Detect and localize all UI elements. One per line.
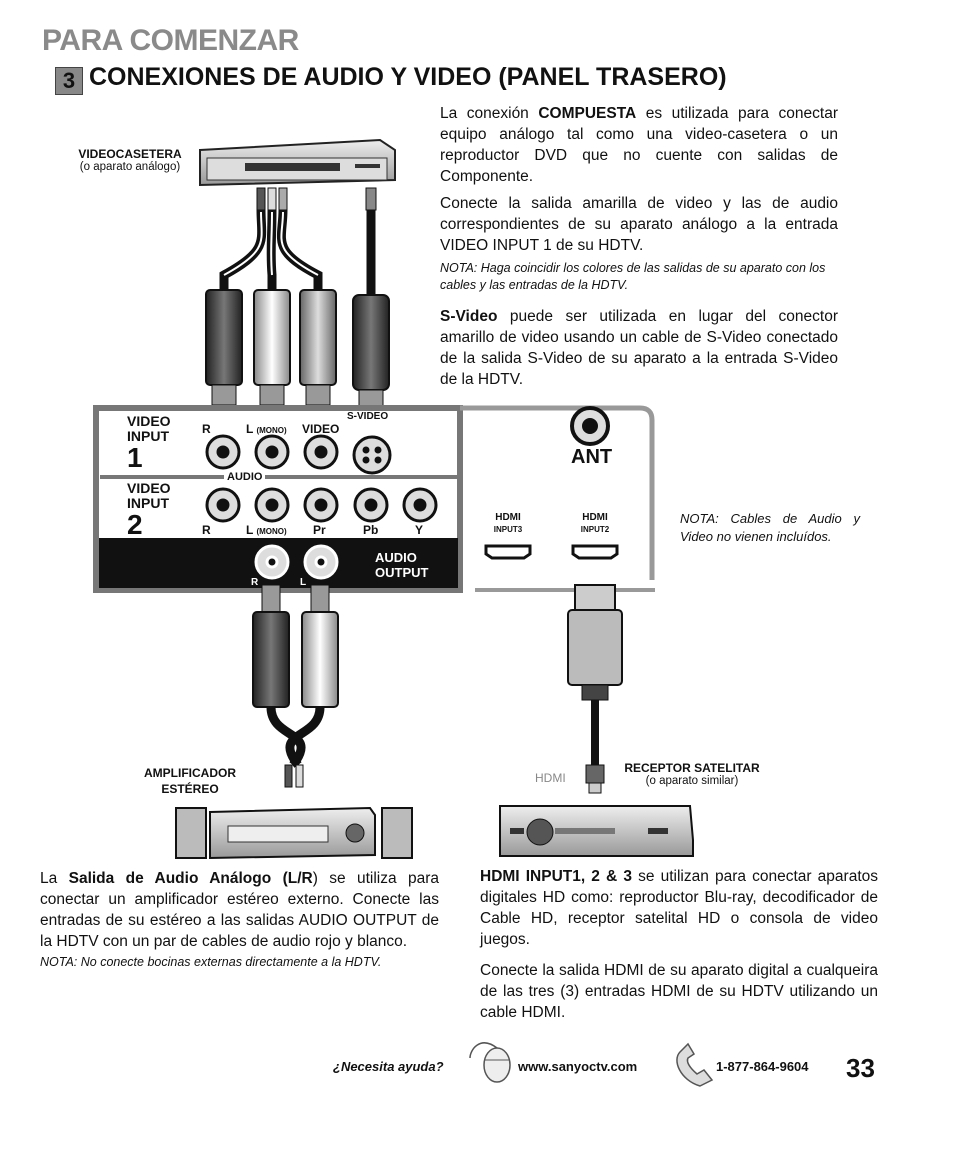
port-l-2: L (MONO) <box>246 523 287 537</box>
audio-out-note: NOTA: No conecte bocinas externas direct… <box>40 954 439 971</box>
input1-jacks <box>205 434 392 475</box>
port-l-2-text: L <box>246 523 254 537</box>
satellite-receiver <box>499 805 694 857</box>
audio-output-line1: AUDIO <box>375 550 417 565</box>
port-l-1: L (MONO) <box>246 422 287 436</box>
composite-plugs <box>205 289 390 409</box>
composite-paragraph: La conexión COMPUESTA es utilizada para … <box>440 103 838 187</box>
video-input-2-label: VIDEO INPUT 2 <box>127 481 171 539</box>
vi2-line1: VIDEO <box>127 480 171 496</box>
sat-label: RECEPTOR SATELITAR <box>624 761 760 775</box>
hdmi-cable-label: HDMI <box>535 771 566 785</box>
page-title-text: CONEXIONES DE AUDIO Y VIDEO (PANEL TRASE… <box>89 63 727 91</box>
composite-p1-post: es utilizada para conectar equipo análog… <box>440 105 838 185</box>
port-svideo: S-VIDEO <box>347 411 389 422</box>
mouse-icon <box>469 1042 511 1083</box>
audio-out-bold: Salida de Audio Análogo (L/R <box>68 870 313 887</box>
help-text: ¿Necesita ayuda? <box>333 1059 444 1074</box>
out-r: R <box>251 577 259 588</box>
ant-jack <box>570 406 610 446</box>
step-number: 3 <box>55 67 83 95</box>
website-link[interactable]: www.sanyoctv.com <box>518 1059 638 1074</box>
hdmi-paragraph-1: HDMI INPUT1, 2 & 3 se utilizan para cone… <box>480 866 878 950</box>
audio-out-note-text: : No conecte bocinas externas directamen… <box>73 955 382 969</box>
composite-paragraph-2: Conecte la salida amarilla de video y la… <box>440 195 838 254</box>
composite-cables <box>219 209 376 300</box>
port-r-1: R <box>202 422 211 436</box>
vcr-rca-plugs <box>256 187 377 211</box>
amp-label-line2: ESTÉREO <box>161 782 219 796</box>
ant-label: ANT <box>571 446 613 468</box>
hdmi-ports <box>484 544 619 560</box>
composite-p1-pre: La conexión <box>440 105 539 122</box>
hdmi-paragraph-2: Conecte la salida HDMI de su aparato dig… <box>480 962 878 1021</box>
input2-jacks <box>205 487 438 523</box>
vcr-sublabel: (o aparato análogo) <box>79 161 181 173</box>
audio-out-pre: La <box>40 870 69 887</box>
hdmi3-text: INPUT3 <box>493 525 523 534</box>
phone-number: 1-877-864-9604 <box>716 1059 809 1074</box>
audio-out-post: ) se utiliza para conectar un amplificad… <box>40 870 439 950</box>
video-input-1-label: VIDEO INPUT 1 <box>127 414 171 472</box>
hdmi-input3-label: HDMI INPUT3 <box>482 512 534 536</box>
note-text: : Haga coincidir los colores de las sali… <box>440 261 826 292</box>
hdmi-cable <box>567 584 623 794</box>
cables-note-label: NOTA <box>680 511 716 526</box>
hdmi-bold: HDMI INPUT1, 2 & 3 <box>480 868 632 885</box>
svideo-paragraph: S-Video puede ser utilizada en lugar del… <box>440 306 838 390</box>
svideo-text: puede ser utilizada en lugar del conecto… <box>440 308 838 388</box>
audio-output-label: AUDIO OUTPUT <box>375 550 428 580</box>
audio-output-jacks <box>254 544 339 580</box>
amp-label: AMPLIFICADOR ESTÉREO <box>130 765 250 797</box>
vcr-label-block: VIDEOCASETERA (o aparato análogo) <box>60 147 200 173</box>
cables-note-text: : Cables de Audio y Video no vienen incl… <box>680 511 860 544</box>
composite-bold: COMPUESTA <box>538 105 637 122</box>
hdmi-p1-post: se utilizan para conectar aparatos digit… <box>480 868 878 948</box>
vi1-line2: INPUT <box>127 428 169 444</box>
svideo-bold: S-Video <box>440 308 498 325</box>
port-y: Y <box>415 523 424 537</box>
amp-label-line1: AMPLIFICADOR <box>144 766 236 780</box>
vi2-number: 2 <box>127 509 143 540</box>
vi1-line1: VIDEO <box>127 413 171 429</box>
port-pr: Pr <box>313 523 326 537</box>
composite-text: La conexión COMPUESTA es utilizada para … <box>440 103 838 390</box>
vcr-device <box>199 138 396 187</box>
phone-icon <box>676 1042 714 1087</box>
note-label: NOTA <box>440 261 474 275</box>
sat-label-block: RECEPTOR SATELITAR (o aparato similar) <box>614 761 770 787</box>
port-r-2: R <box>202 523 211 537</box>
audio-out-paragraph: La Salida de Audio Análogo (L/R) se util… <box>40 868 439 952</box>
amplifier-device <box>175 806 413 860</box>
hdmi2-logo: HDMI <box>582 512 608 523</box>
port-pb: Pb <box>363 523 379 537</box>
hdmi-input2-label: HDMI INPUT2 <box>569 512 621 536</box>
vi1-number: 1 <box>127 442 143 473</box>
sat-sublabel: (o aparato similar) <box>645 775 739 787</box>
hdmi-text: HDMI INPUT1, 2 & 3 se utilizan para cone… <box>480 866 878 1023</box>
section-title: PARA COMENZAR <box>42 24 299 57</box>
out-l: L <box>300 577 307 588</box>
cables-note: NOTA: Cables de Audio y Video no vienen … <box>680 510 860 546</box>
audio-output-line2: OUTPUT <box>375 565 429 580</box>
vi2-line2: INPUT <box>127 495 169 511</box>
port-video: VIDEO <box>302 422 340 436</box>
audio-out-text: La Salida de Audio Análogo (L/R) se util… <box>40 868 439 971</box>
hdmi2-text: INPUT2 <box>580 525 610 534</box>
composite-note: NOTA: Haga coincidir los colores de las … <box>440 260 838 294</box>
hdmi3-logo: HDMI <box>495 512 521 523</box>
port-mono-1: (MONO) <box>256 426 287 435</box>
audio-out-note-label: NOTA <box>40 955 74 969</box>
port-l-1-text: L <box>246 422 254 436</box>
vcr-label: VIDEOCASETERA <box>78 147 182 161</box>
audio-output-cables <box>252 584 339 788</box>
audio-label: AUDIO <box>224 471 266 483</box>
page-number: 33 <box>846 1053 875 1083</box>
port-mono-2: (MONO) <box>256 527 287 536</box>
